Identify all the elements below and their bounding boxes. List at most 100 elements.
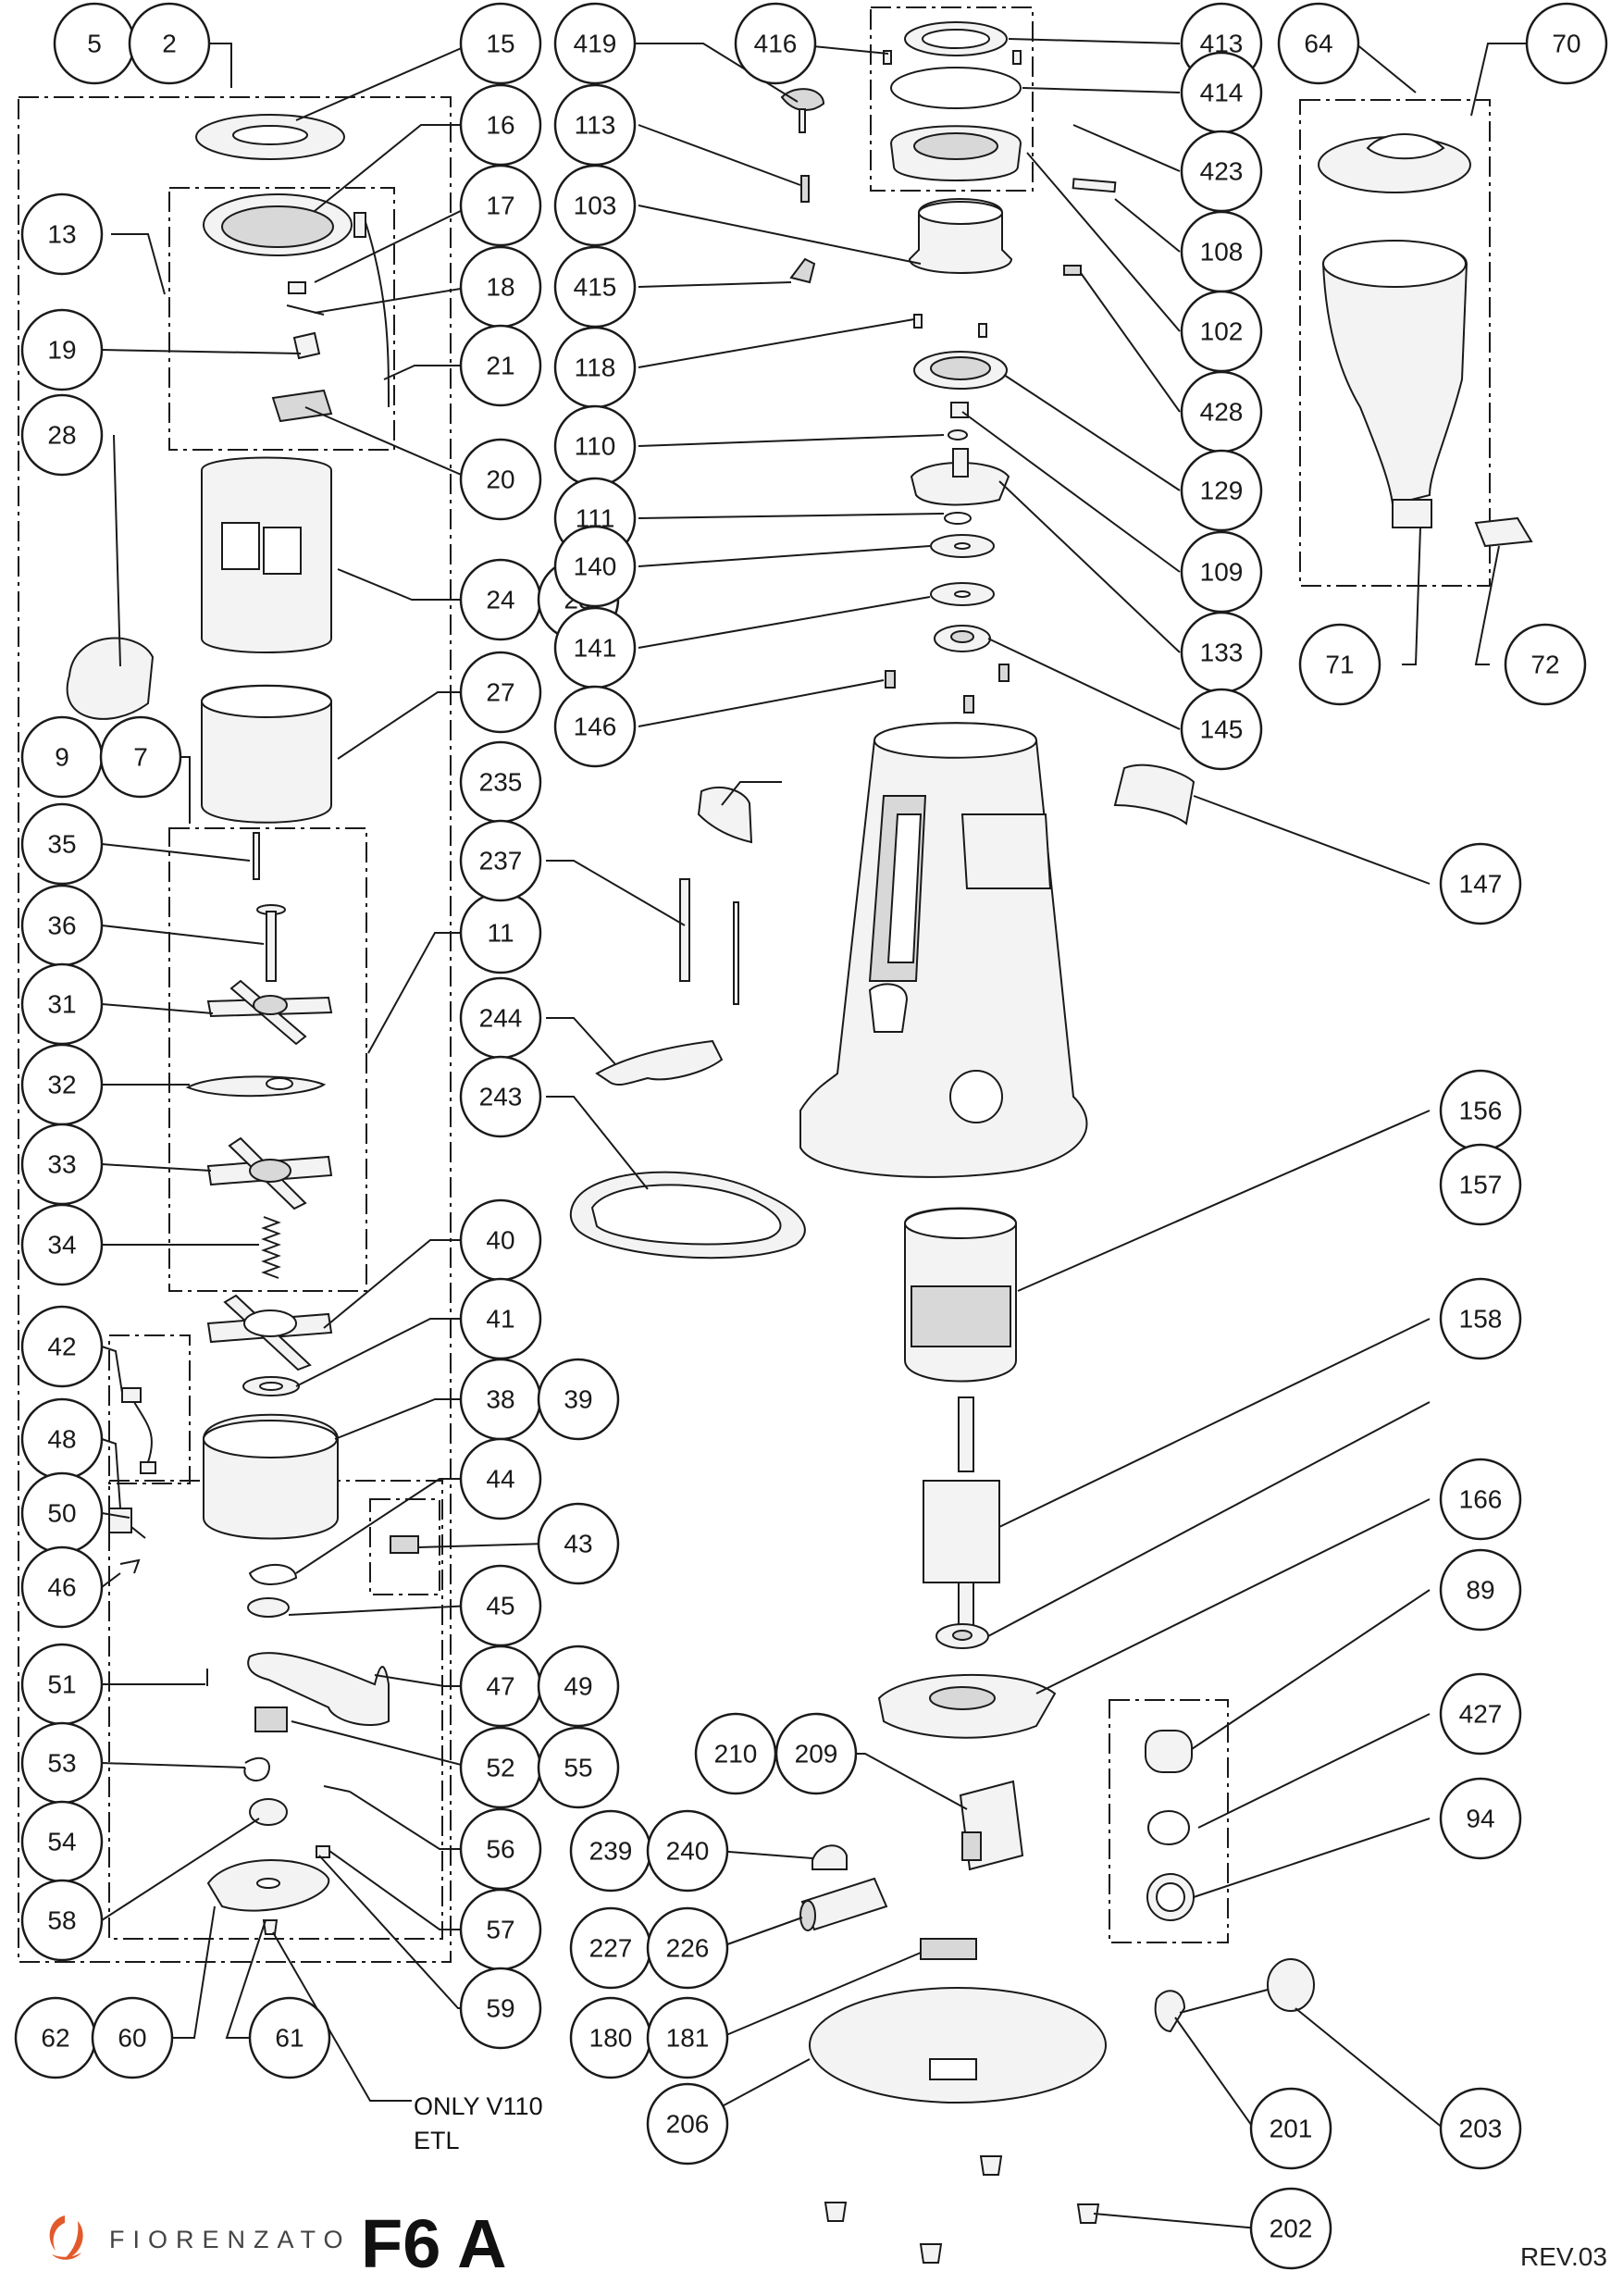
callout-label: 11 bbox=[487, 919, 514, 948]
callout-label: 133 bbox=[1200, 639, 1244, 667]
callout-38: 38 bbox=[459, 1358, 542, 1441]
callout-118: 118 bbox=[553, 326, 637, 409]
callout-42: 42 bbox=[20, 1305, 104, 1388]
callout-34: 34 bbox=[20, 1203, 104, 1286]
callout-414: 414 bbox=[1180, 51, 1263, 134]
callout-label: 240 bbox=[666, 1837, 710, 1866]
callout-label: 72 bbox=[1530, 651, 1559, 679]
callout-103: 103 bbox=[553, 164, 637, 247]
callout-244: 244 bbox=[459, 976, 542, 1060]
callout-circle bbox=[459, 324, 542, 407]
callout-2: 2 bbox=[128, 2, 211, 85]
callout-circle bbox=[1504, 623, 1587, 706]
callout-label: 41 bbox=[486, 1305, 514, 1334]
callout-label: 416 bbox=[754, 30, 798, 58]
callout-label: 20 bbox=[486, 465, 514, 494]
callout-label: 15 bbox=[486, 30, 514, 58]
callout-circle bbox=[91, 1996, 174, 2079]
callout-circle bbox=[20, 192, 104, 276]
callout-label: 51 bbox=[47, 1670, 76, 1699]
callout-64: 64 bbox=[1277, 2, 1360, 85]
callout-72: 72 bbox=[1504, 623, 1587, 706]
callout-109: 109 bbox=[1180, 530, 1263, 614]
callout-label: 24 bbox=[486, 586, 514, 614]
callout-label: 48 bbox=[47, 1425, 76, 1454]
callout-227: 227 bbox=[569, 1906, 652, 1990]
callout-label: 38 bbox=[486, 1385, 514, 1414]
callout-18: 18 bbox=[459, 245, 542, 329]
callout-60: 60 bbox=[91, 1996, 174, 2079]
callout-circle bbox=[1298, 623, 1381, 706]
callout-label: 210 bbox=[714, 1740, 758, 1769]
callout-label: 70 bbox=[1552, 30, 1580, 58]
callout-label: 201 bbox=[1270, 2115, 1313, 2143]
callout-label: 32 bbox=[47, 1071, 76, 1099]
callout-label: 239 bbox=[589, 1837, 633, 1866]
callout-147: 147 bbox=[1439, 842, 1522, 925]
callout-202: 202 bbox=[1249, 2187, 1332, 2270]
callout-49: 49 bbox=[537, 1644, 620, 1728]
callout-label: 180 bbox=[589, 2024, 633, 2053]
callout-53: 53 bbox=[20, 1721, 104, 1805]
callout-label: 53 bbox=[47, 1749, 76, 1778]
callout-circle bbox=[1180, 449, 1263, 532]
callout-label: 9 bbox=[55, 743, 69, 772]
callout-94: 94 bbox=[1439, 1777, 1522, 1860]
callout-label: 18 bbox=[486, 273, 514, 302]
callout-206: 206 bbox=[646, 2082, 729, 2166]
callout-label: 157 bbox=[1459, 1171, 1503, 1199]
callout-circle bbox=[1439, 1143, 1522, 1226]
note-line-1: ONLY V110 bbox=[414, 2092, 543, 2120]
callout-40: 40 bbox=[459, 1198, 542, 1282]
callout-419: 419 bbox=[553, 2, 637, 85]
callout-label: 237 bbox=[479, 847, 523, 875]
callout-label: 42 bbox=[47, 1333, 76, 1361]
callout-55: 55 bbox=[537, 1726, 620, 1809]
callout-33: 33 bbox=[20, 1123, 104, 1206]
callout-427: 427 bbox=[1439, 1672, 1522, 1756]
callout-label: 129 bbox=[1200, 477, 1244, 505]
callout-label: 415 bbox=[574, 273, 617, 302]
callout-13: 13 bbox=[20, 192, 104, 276]
callout-50: 50 bbox=[20, 1471, 104, 1555]
callout-157: 157 bbox=[1439, 1143, 1522, 1226]
callout-label: 45 bbox=[486, 1592, 514, 1620]
model-title: F6 A bbox=[361, 2205, 507, 2282]
callout-circle bbox=[459, 1437, 542, 1520]
callout-70: 70 bbox=[1525, 2, 1608, 85]
note-line-2: ETL bbox=[414, 2127, 460, 2154]
callout-circle bbox=[99, 715, 182, 799]
callout-label: 103 bbox=[574, 192, 617, 220]
callout-label: 31 bbox=[47, 990, 76, 1019]
callout-label: 102 bbox=[1200, 317, 1244, 346]
callout-31: 31 bbox=[20, 962, 104, 1046]
callout-89: 89 bbox=[1439, 1548, 1522, 1632]
callout-label: 57 bbox=[486, 1916, 514, 1944]
part-drawings bbox=[66, 21, 1533, 2264]
callout-label: 156 bbox=[1459, 1097, 1503, 1125]
callout-54: 54 bbox=[20, 1800, 104, 1883]
callout-label: 113 bbox=[575, 111, 616, 140]
callout-label: 206 bbox=[666, 2110, 710, 2139]
callout-label: 147 bbox=[1459, 870, 1503, 899]
callout-label: 64 bbox=[1304, 30, 1332, 58]
callout-35: 35 bbox=[20, 802, 104, 886]
callout-label: 54 bbox=[47, 1828, 76, 1856]
callout-label: 28 bbox=[47, 421, 76, 450]
callout-label: 118 bbox=[575, 354, 616, 382]
callout-36: 36 bbox=[20, 884, 104, 967]
callout-label: 62 bbox=[41, 2024, 69, 2053]
callout-58: 58 bbox=[20, 1879, 104, 1962]
callout-133: 133 bbox=[1180, 611, 1263, 694]
brand-name: FIORENZATO bbox=[109, 2226, 352, 2253]
callout-circle bbox=[646, 1906, 729, 1990]
callout-27: 27 bbox=[459, 651, 542, 734]
callout-circle bbox=[1439, 2087, 1522, 2170]
callout-label: 181 bbox=[666, 2024, 710, 2053]
callout-7: 7 bbox=[99, 715, 182, 799]
callout-226: 226 bbox=[646, 1906, 729, 1990]
callout-5: 5 bbox=[53, 2, 136, 85]
callout-label: 55 bbox=[564, 1754, 592, 1782]
callout-141: 141 bbox=[553, 606, 637, 689]
callout-57: 57 bbox=[459, 1888, 542, 1971]
